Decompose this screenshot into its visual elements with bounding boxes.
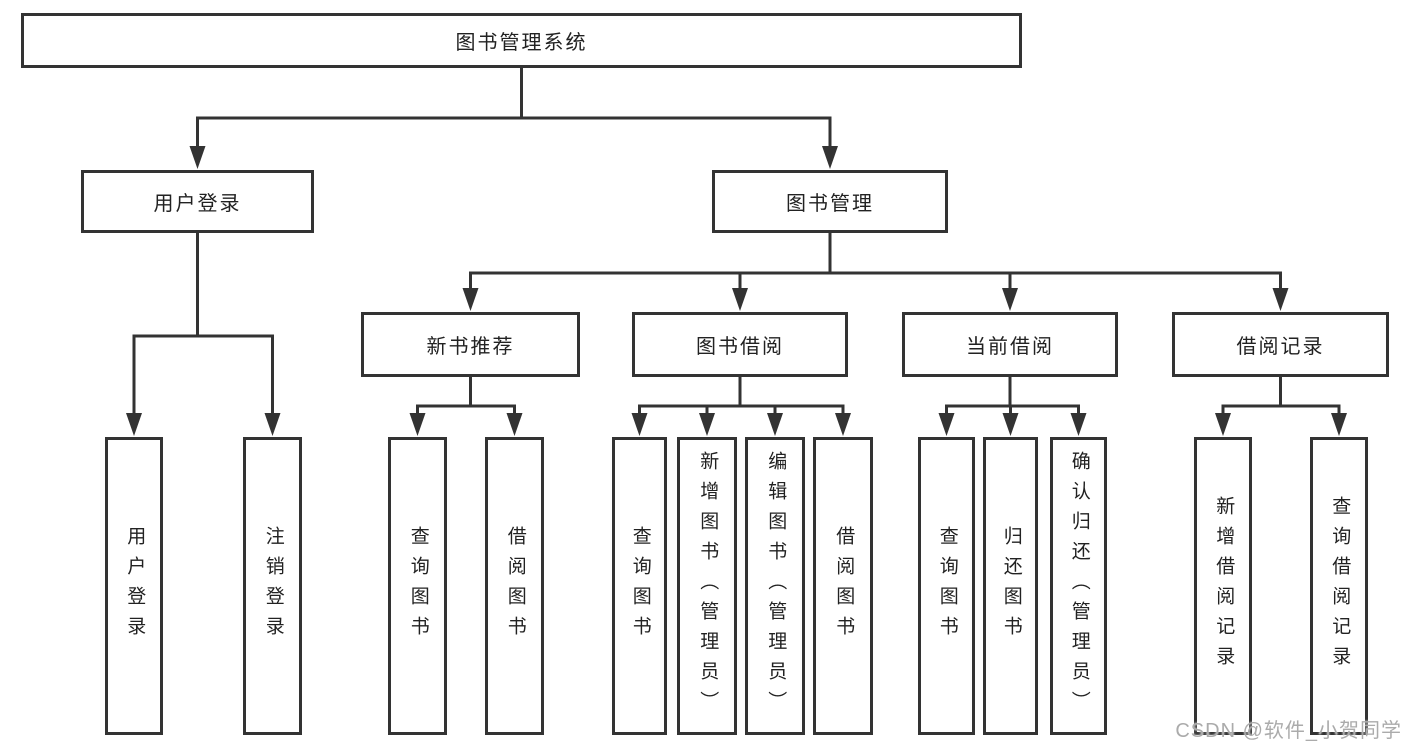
node-new-book-recommend: 新书推荐	[361, 312, 580, 377]
arrowhead-icon	[835, 413, 851, 436]
node-root: 图书管理系统	[21, 13, 1022, 68]
arrowhead-icon	[409, 413, 426, 436]
node-leaf-add-books-admin: 新增图书（管理员）	[677, 437, 737, 735]
arrowhead-icon	[1331, 413, 1347, 436]
node-leaf-confirm-return-admin: 确认归还（管理员）	[1050, 437, 1107, 735]
node-label: 新书推荐	[426, 336, 515, 358]
fork-from-current-borrowing	[938, 375, 1087, 436]
node-label: 借阅图书	[833, 526, 855, 646]
node-leaf-query-books-borrowing: 查询图书	[612, 437, 667, 735]
node-current-borrowing: 当前借阅	[902, 312, 1118, 377]
node-label: 新增图书（管理员）	[697, 451, 719, 721]
arrowhead-icon	[767, 413, 783, 436]
arrowhead-icon	[938, 413, 955, 436]
arrowhead-icon	[462, 288, 479, 311]
node-user-login-branch: 用户登录	[81, 170, 314, 233]
node-book-borrowing: 图书借阅	[632, 312, 848, 377]
node-label: 查询图书	[629, 526, 651, 646]
watermark: CSDN @软件_小贺同学	[1175, 720, 1402, 742]
node-label: 查询借阅记录	[1329, 496, 1351, 676]
arrowhead-icon	[1272, 288, 1289, 311]
arrowhead-icon	[1070, 413, 1087, 436]
fork-from-new-book-recommend	[409, 375, 523, 436]
node-leaf-logout: 注销登录	[243, 437, 302, 735]
arrowhead-icon	[1002, 288, 1018, 311]
node-label: 归还图书	[1000, 526, 1022, 646]
node-label: 确认归还（管理员）	[1068, 451, 1090, 721]
node-leaf-edit-books-admin: 编辑图书（管理员）	[745, 437, 805, 735]
fork-from-book-borrowing	[631, 375, 851, 436]
node-label: 借阅图书	[504, 526, 526, 646]
fork-from-user-login-branch	[126, 231, 281, 436]
node-leaf-query-borrow-record: 查询借阅记录	[1310, 437, 1368, 735]
node-label: 当前借阅	[966, 336, 1054, 358]
fork-from-root	[189, 66, 838, 169]
arrowhead-icon	[822, 146, 838, 169]
node-label: 图书管理	[786, 193, 874, 215]
node-label: 用户登录	[153, 193, 242, 215]
node-leaf-query-books-recommend: 查询图书	[388, 437, 447, 735]
arrowhead-icon	[1002, 413, 1019, 436]
arrowhead-icon	[631, 413, 648, 436]
arrowhead-icon	[126, 413, 142, 436]
node-label: 用户登录	[124, 526, 146, 646]
node-label: 查询图书	[936, 526, 958, 646]
node-label: 图书管理系统	[455, 32, 588, 54]
fork-from-book-management-branch	[462, 231, 1289, 311]
arrowhead-icon	[189, 146, 206, 169]
node-label: 注销登录	[262, 526, 284, 646]
arrowhead-icon	[1215, 413, 1231, 436]
node-label: 新增借阅记录	[1213, 496, 1235, 676]
node-label: 查询图书	[407, 526, 429, 646]
node-leaf-add-borrow-record: 新增借阅记录	[1194, 437, 1252, 735]
node-borrowing-records: 借阅记录	[1172, 312, 1389, 377]
node-leaf-query-books-current: 查询图书	[918, 437, 975, 735]
node-leaf-borrow-books-recommend: 借阅图书	[485, 437, 544, 735]
node-label: 图书借阅	[696, 336, 784, 358]
node-leaf-user-login: 用户登录	[105, 437, 163, 735]
node-label: 编辑图书（管理员）	[765, 451, 787, 721]
arrowhead-icon	[264, 413, 281, 436]
node-book-management-branch: 图书管理	[712, 170, 948, 233]
node-leaf-return-books: 归还图书	[983, 437, 1038, 735]
node-label: 借阅记录	[1236, 336, 1325, 358]
node-leaf-borrow-books: 借阅图书	[813, 437, 873, 735]
arrowhead-icon	[732, 288, 748, 311]
arrowhead-icon	[699, 413, 715, 436]
fork-from-borrowing-records	[1215, 375, 1347, 436]
arrowhead-icon	[506, 413, 523, 436]
